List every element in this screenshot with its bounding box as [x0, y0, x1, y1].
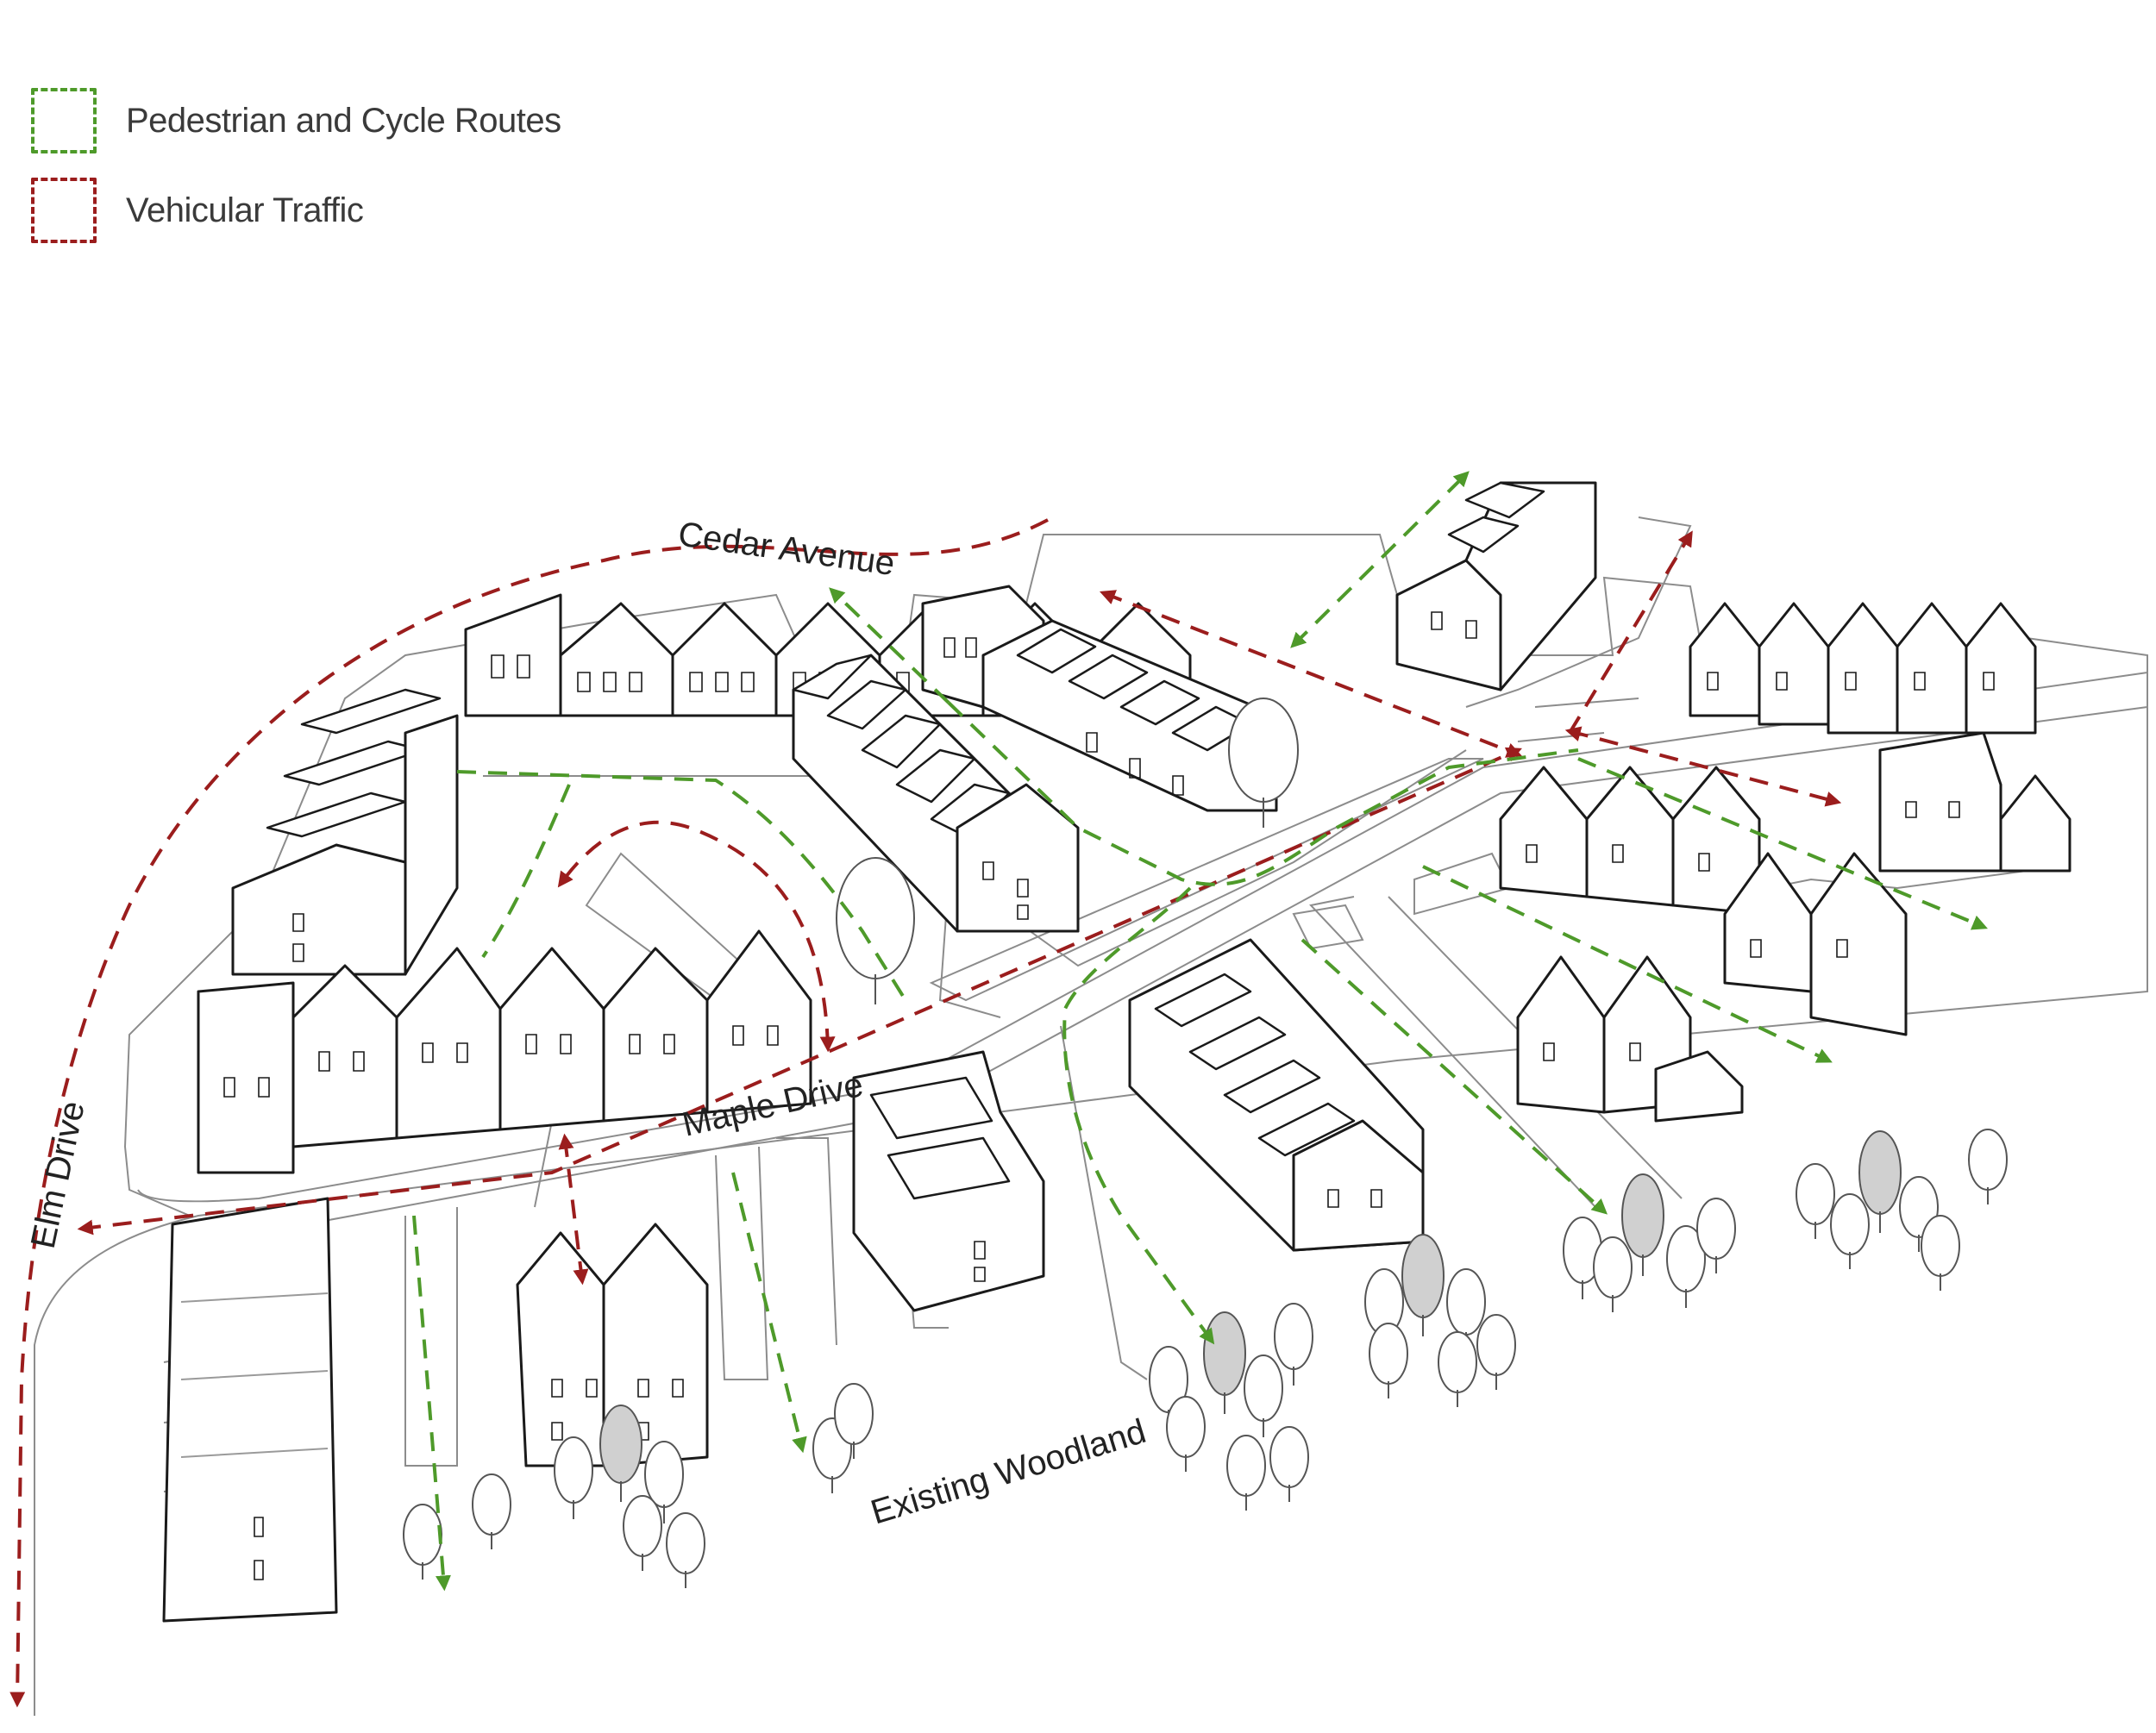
- tree: [1244, 1355, 1282, 1437]
- tree: [1270, 1427, 1308, 1502]
- tree: [1796, 1164, 1834, 1239]
- legend: Pedestrian and Cycle Routes Vehicular Tr…: [31, 76, 561, 255]
- tree: [1477, 1315, 1515, 1390]
- building-terrace-south-centre: [1130, 940, 1423, 1250]
- tree: [1227, 1436, 1265, 1511]
- legend-label-pedestrian: Pedestrian and Cycle Routes: [126, 102, 561, 141]
- legend-swatch-vehicular: [31, 178, 97, 243]
- ped-south-b: [733, 1173, 802, 1448]
- tree: [1969, 1129, 2007, 1204]
- tree: [555, 1437, 592, 1519]
- ped-west-down: [483, 785, 569, 957]
- building-group-east-centre: [1501, 767, 1906, 1121]
- tree: [1402, 1235, 1444, 1336]
- tree: [404, 1505, 442, 1580]
- legend-row-vehicular: Vehicular Traffic: [31, 166, 561, 255]
- label-cedar-avenue: Cedar Avenue: [676, 515, 897, 583]
- tree: [1831, 1194, 1869, 1269]
- tree: [1204, 1312, 1245, 1414]
- label-existing-woodland: Existing Woodland: [867, 1412, 1150, 1532]
- tree: [1167, 1397, 1205, 1472]
- building-terrace-west: [233, 690, 457, 974]
- tree: [600, 1405, 642, 1502]
- tree: [667, 1513, 705, 1588]
- tree: [837, 858, 914, 1004]
- tree: [1921, 1216, 1959, 1291]
- legend-swatch-pedestrian: [31, 88, 97, 153]
- building-block-southwest: [164, 1198, 336, 1621]
- legend-row-pedestrian: Pedestrian and Cycle Routes: [31, 76, 561, 166]
- building-block-central-south: [854, 1052, 1044, 1311]
- tree: [1594, 1237, 1632, 1312]
- tree: [1369, 1323, 1407, 1398]
- tree: [473, 1474, 511, 1549]
- tree: [1438, 1332, 1476, 1407]
- tree: [624, 1496, 661, 1571]
- legend-label-vehicular: Vehicular Traffic: [126, 191, 363, 230]
